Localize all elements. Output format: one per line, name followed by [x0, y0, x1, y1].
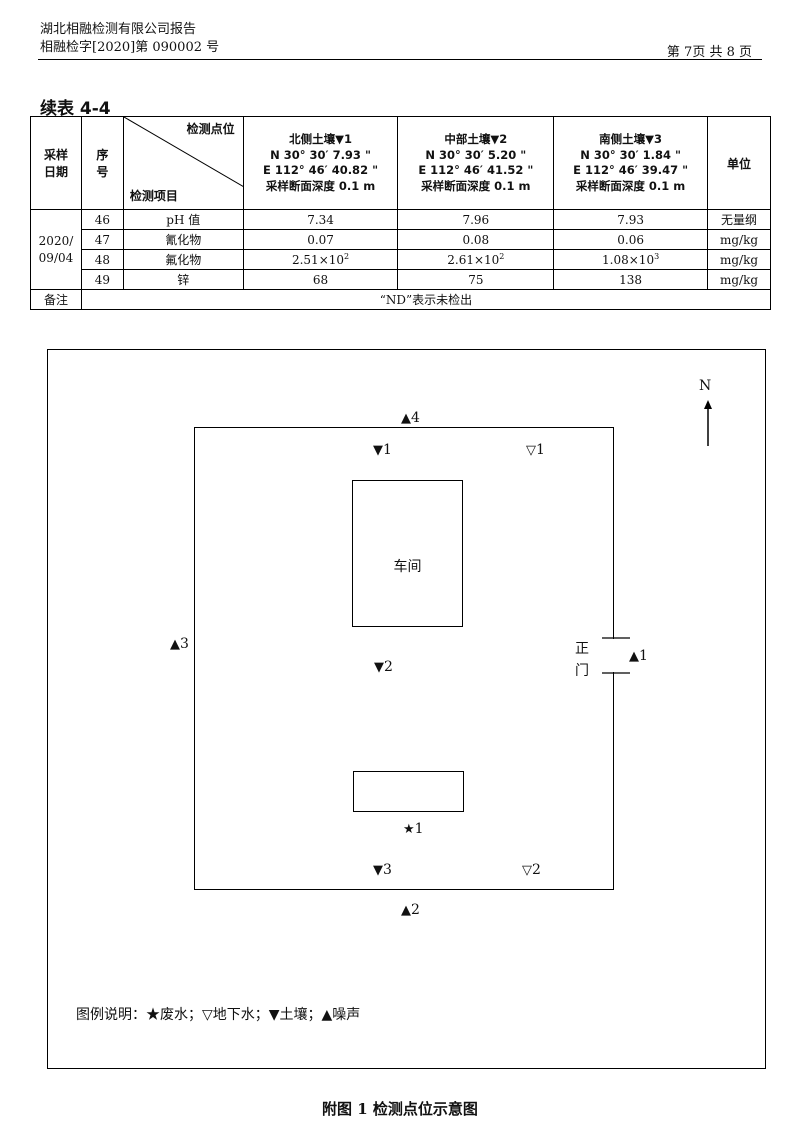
point-axis-label: 检测点位: [186, 122, 235, 136]
value-north: 68: [242, 269, 399, 290]
table-title: 续表 4-4: [40, 99, 111, 119]
row-unit: mg/kg: [707, 229, 771, 250]
seq-header: 序 号: [80, 116, 124, 210]
sample-date: 2020/ 09/04: [30, 209, 82, 290]
company-name: 湖北相融检测有限公司报告: [40, 22, 197, 37]
remark-text: “ND”表示未检出: [80, 289, 772, 310]
soil-point-3: ▼3: [373, 862, 392, 878]
gate-label-top: 正: [575, 641, 589, 657]
value-south: 7.93: [553, 209, 708, 230]
map-frame: [47, 349, 766, 1069]
item-axis-label: 检测项目: [129, 189, 178, 203]
value-north: 0.07: [242, 229, 399, 250]
value-south: 1.08×103: [553, 249, 708, 270]
header-divider: [38, 59, 762, 60]
gate-label-bottom: 门: [575, 663, 589, 679]
noise-point-2: ▲2: [401, 902, 420, 918]
page-indicator: 第 7页 共 8 页: [666, 45, 752, 60]
value-south: 0.06: [553, 229, 708, 250]
row-seq: 46: [80, 209, 124, 230]
treatment-facility: [353, 771, 464, 812]
workshop-label: 车间: [393, 559, 422, 575]
workshop-building: [352, 480, 463, 627]
value-middle: 7.96: [397, 209, 555, 230]
value-middle: 2.61×102: [397, 249, 555, 270]
value-north: 7.34: [242, 209, 399, 230]
row-unit: mg/kg: [707, 269, 771, 290]
row-unit: 无量纲: [707, 209, 771, 230]
row-seq: 49: [80, 269, 124, 290]
table-row: 48 氟化物 2.51×102 2.61×102 1.08×103 mg/kg: [31, 249, 771, 270]
soil-point-2: ▼2: [374, 659, 393, 675]
diagonal-line: [123, 117, 244, 188]
row-item: 锌: [122, 269, 244, 290]
north-label: N: [699, 378, 712, 394]
row-item: 氰化物: [122, 229, 244, 250]
row-item: pH 值: [122, 209, 244, 230]
main-gate: [602, 637, 630, 674]
unit-header: 单位: [707, 116, 771, 210]
row-seq: 47: [80, 229, 124, 250]
noise-point-3: ▲3: [170, 636, 189, 652]
map-legend: 图例说明：★废水；▽地下水；▼土壤；▲噪声: [76, 1007, 361, 1023]
row-seq: 48: [80, 249, 124, 270]
row-unit: mg/kg: [707, 249, 771, 270]
noise-point-4: ▲4: [401, 410, 420, 426]
date-header: 采样 日期: [30, 116, 82, 210]
table-row: 2020/ 09/04 46 pH 值 7.34 7.96 7.93 无量纲: [30, 209, 771, 290]
groundwater-point-2: ▽2: [522, 862, 541, 878]
report-number: 相融检字[2020]第 090002 号: [40, 40, 220, 55]
wastewater-point-1: ★1: [403, 821, 424, 837]
figure-caption: 附图 1 检测点位示意图: [322, 1100, 478, 1118]
value-north: 2.51×102: [242, 249, 399, 270]
north-arrow-icon: [704, 400, 712, 446]
value-middle: 75: [397, 269, 555, 290]
noise-point-1: ▲1: [629, 648, 648, 664]
table-row: 49 锌 68 75 138 mg/kg: [31, 269, 771, 290]
diagonal-header: 检测点位 检测项目: [122, 116, 244, 210]
soil-point-1: ▼1: [373, 442, 392, 458]
remark-row: 备注 “ND”表示未检出: [30, 289, 772, 310]
table-row: 47 氰化物 0.07 0.08 0.06 mg/kg: [31, 229, 771, 250]
row-item: 氟化物: [122, 249, 244, 270]
value-middle: 0.08: [397, 229, 555, 250]
remark-label: 备注: [30, 289, 82, 310]
value-south: 138: [553, 269, 708, 290]
groundwater-point-1: ▽1: [526, 442, 545, 458]
